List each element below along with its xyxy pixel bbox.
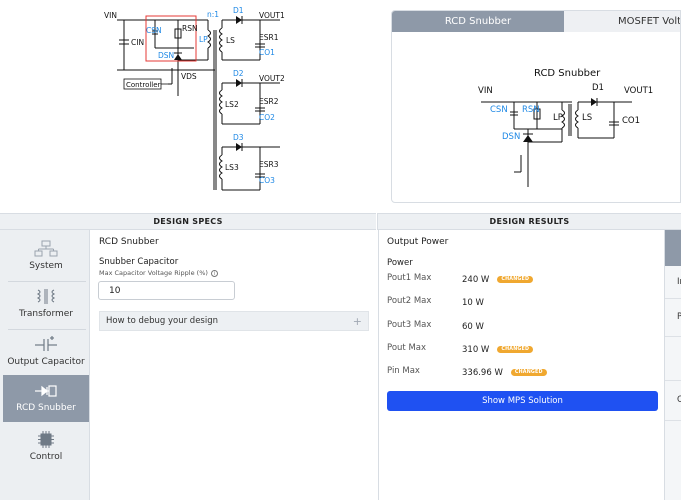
right-panel-header	[665, 230, 681, 266]
result-label: Pout Max	[387, 343, 427, 353]
result-label: Pout1 Max	[387, 273, 432, 283]
flyback-schematic-diagram: VIN CIN RSN VDS Controller LS ESR1 VOUT1…	[104, 6, 285, 191]
label-controller: Controller	[126, 81, 161, 89]
output-power-title: Output Power	[387, 237, 449, 247]
changed-badge: CHANGED	[497, 346, 534, 353]
label-esr2: ESR2	[259, 97, 279, 106]
result-row-pout3: Pout3 Max 60 W	[387, 320, 657, 332]
expand-plus-icon[interactable]: +	[352, 315, 362, 328]
result-value: 310 W	[462, 345, 490, 355]
label-ls2: LS2	[225, 100, 239, 109]
label-lp: LP	[199, 35, 208, 44]
design-results-header: DESIGN RESULTS	[377, 213, 681, 230]
changed-badge: CHANGED	[497, 276, 534, 283]
power-heading: Power	[387, 258, 413, 268]
result-row-pout-max: Pout Max 310 W CHANGED	[387, 343, 657, 355]
tab-rcd-snubber[interactable]: RCD Snubber	[392, 11, 564, 32]
label-vout1: VOUT1	[259, 11, 285, 20]
result-label: Pin Max	[387, 366, 420, 376]
result-value: 10 W	[462, 298, 484, 308]
label-csn: CSN	[146, 26, 162, 35]
right-side-panel: In P O	[664, 230, 681, 500]
main-schematic: VIN CIN RSN VDS Controller LS ESR1 VOUT1…	[0, 0, 380, 206]
show-mps-solution-button[interactable]: Show MPS Solution	[387, 391, 658, 411]
label-esr1: ESR1	[259, 33, 279, 42]
label-vds: VDS	[181, 72, 197, 81]
label-d1: D1	[233, 6, 244, 15]
side-nav: System Transformer Output Capacitor RC	[0, 230, 90, 500]
label-co1: CO1	[259, 48, 275, 57]
preview-title: RCD Snubber	[534, 68, 601, 79]
design-specs-panel: RCD Snubber Snubber Capacitor Max Capaci…	[91, 230, 376, 500]
design-results-panel: Output Power Power Pout1 Max 240 W CHANGE…	[378, 230, 664, 500]
preview-label-vout1: VOUT1	[624, 86, 653, 96]
changed-badge: CHANGED	[510, 369, 547, 376]
ripple-field-label: Max Capacitor Voltage Ripple (%) i	[99, 269, 218, 277]
label-co2: CO2	[259, 113, 275, 122]
result-row-pout1: Pout1 Max 240 W CHANGED	[387, 273, 657, 285]
capacitor-icon	[35, 336, 57, 351]
preview-label-d1: D1	[592, 83, 604, 93]
snubber-icon	[35, 385, 57, 397]
nav-item-transformer[interactable]: Transformer	[3, 281, 89, 328]
nav-item-output-capacitor[interactable]: Output Capacitor	[3, 329, 89, 376]
nav-item-control[interactable]: Control	[3, 424, 89, 471]
design-specs-header: DESIGN SPECS	[0, 213, 376, 230]
label-ls: LS	[226, 36, 235, 45]
result-label: Pout3 Max	[387, 320, 432, 330]
nav-label-transformer: Transformer	[18, 309, 73, 319]
result-value: 336.96 W	[462, 368, 503, 378]
preview-label-ls: LS	[582, 113, 592, 123]
debug-accordion[interactable]: How to debug your design +	[99, 311, 369, 331]
snubber-capacitor-heading: Snubber Capacitor	[99, 257, 179, 267]
right-panel-item[interactable]: P	[677, 312, 681, 322]
preview-label-lp: LP	[553, 113, 563, 123]
label-d3: D3	[233, 133, 244, 142]
right-panel-item[interactable]: O	[677, 395, 681, 405]
chip-icon	[38, 431, 54, 448]
label-vin: VIN	[104, 11, 117, 20]
specs-title: RCD Snubber	[99, 237, 159, 247]
preview-label-dsn: DSN	[502, 132, 520, 142]
preview-label-co1: CO1	[622, 116, 640, 126]
nav-label-rcd-snubber: RCD Snubber	[16, 403, 76, 413]
label-esr3: ESR3	[259, 160, 279, 169]
system-icon	[34, 240, 58, 257]
max-ripple-input[interactable]	[98, 281, 235, 300]
info-icon[interactable]: i	[211, 269, 218, 277]
label-d2: D2	[233, 69, 244, 78]
label-rsn: RSN	[182, 24, 198, 33]
nav-label-system: System	[29, 261, 63, 271]
nav-item-system[interactable]: System	[3, 233, 89, 280]
nav-label-control: Control	[29, 452, 63, 462]
rcd-snubber-diagram: RCD Snubber	[478, 68, 653, 187]
result-label: Pout2 Max	[387, 296, 432, 306]
label-dsn: DSN	[158, 51, 174, 60]
nav-label-output-capacitor: Output Capacitor	[7, 357, 85, 367]
label-vout2: VOUT2	[259, 74, 285, 83]
result-row-pin-max: Pin Max 336.96 W CHANGED	[387, 366, 657, 378]
preview-label-rsn: RSN	[522, 105, 540, 115]
result-value: 240 W	[462, 275, 490, 285]
transformer-icon	[36, 289, 56, 304]
preview-tabs: RCD Snubber MOSFET Voltage	[392, 11, 680, 32]
preview-label-csn: CSN	[490, 105, 508, 115]
label-co3: CO3	[259, 176, 275, 185]
ripple-field-label-text: Max Capacitor Voltage Ripple (%)	[99, 269, 208, 277]
nav-item-rcd-snubber[interactable]: RCD Snubber	[3, 375, 89, 422]
result-value: 60 W	[462, 322, 484, 332]
preview-label-vin: VIN	[478, 86, 493, 96]
result-row-pout2: Pout2 Max 10 W	[387, 296, 657, 308]
label-ls3: LS3	[225, 163, 239, 172]
label-cin: CIN	[131, 38, 144, 47]
right-panel-item[interactable]: In	[677, 277, 681, 287]
label-ratio: n:1	[207, 10, 219, 19]
preview-panel: RCD Snubber MOSFET Voltage RCD Snubber	[391, 10, 681, 203]
debug-accordion-label: How to debug your design	[106, 316, 218, 326]
tab-mosfet-voltage[interactable]: MOSFET Voltage	[564, 11, 680, 32]
